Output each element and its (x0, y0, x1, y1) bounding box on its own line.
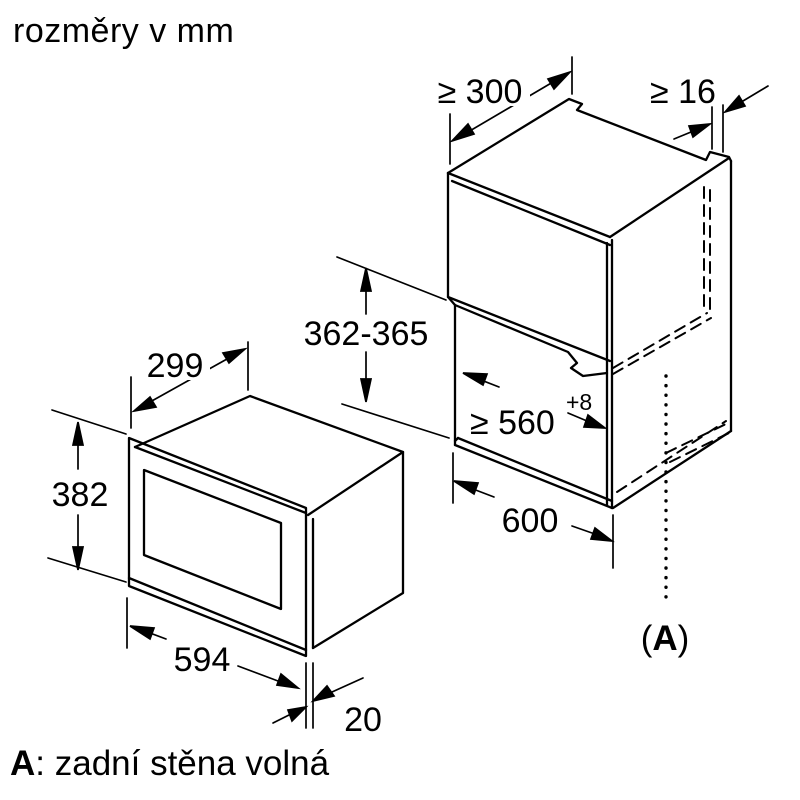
microwave-door-window (142, 468, 283, 611)
svg-text:+8: +8 (566, 389, 592, 415)
svg-text:600: 600 (502, 502, 559, 540)
microwave-door (127, 436, 308, 658)
microwave-body (133, 394, 405, 650)
cabinet-drawing (446, 97, 733, 608)
cabinet-niche (453, 303, 614, 510)
dim-niche-width (462, 372, 608, 429)
label-device-depth: 299 (140, 347, 210, 385)
cabinet-upper-panel (446, 171, 612, 363)
cabinet-hidden-edges (612, 186, 732, 493)
dim-top-clearance (449, 56, 573, 165)
svg-text:≥ 16: ≥ 16 (650, 73, 716, 111)
footnote-rear-wall: A: zadní stěna volná (10, 744, 329, 784)
units-note: rozměry v mm (13, 12, 235, 50)
label-side-panel: ≥ 16 (645, 71, 721, 111)
dim-device-depth (130, 341, 249, 429)
dim-door-proud (272, 662, 364, 729)
dim-device-height (47, 409, 127, 583)
svg-text:≥ 300: ≥ 300 (438, 73, 523, 111)
svg-text:≥ 560: ≥ 560 (470, 404, 555, 442)
footnote-label: A (10, 744, 36, 783)
footnote-text: : zadní stěna volná (35, 744, 330, 783)
svg-text:20: 20 (344, 701, 382, 739)
cabinet-front-right-edge (605, 238, 614, 510)
label-niche-height: 362-365 (294, 315, 438, 353)
rear-wall-marker: (A) (641, 619, 690, 658)
dimension-annotations (47, 56, 769, 729)
label-top-clearance: ≥ 300 (430, 71, 530, 111)
svg-text:299: 299 (147, 347, 204, 385)
label-device-width: 594 (174, 641, 231, 679)
cabinet-right-side (611, 159, 733, 510)
dim-niche-height (336, 256, 450, 439)
svg-text:594: 594 (174, 641, 231, 679)
label-door-proud: 20 (344, 701, 382, 739)
dim-side-panel (673, 85, 769, 153)
label-cabinet-width: 600 (492, 502, 568, 540)
dim-cabinet-width (452, 452, 615, 569)
cabinet-top-face (446, 97, 733, 247)
svg-text:382: 382 (52, 476, 109, 514)
dimension-labels: ≥ 300 ≥ 16 362-365 ≥ 560 +8 600 299 (52, 71, 721, 739)
label-device-height: 382 (52, 476, 109, 514)
label-niche-width: ≥ 560 +8 (464, 389, 592, 442)
dim-device-width (126, 597, 307, 729)
microwave-drawing (127, 394, 405, 658)
svg-text:362-365: 362-365 (304, 315, 429, 353)
